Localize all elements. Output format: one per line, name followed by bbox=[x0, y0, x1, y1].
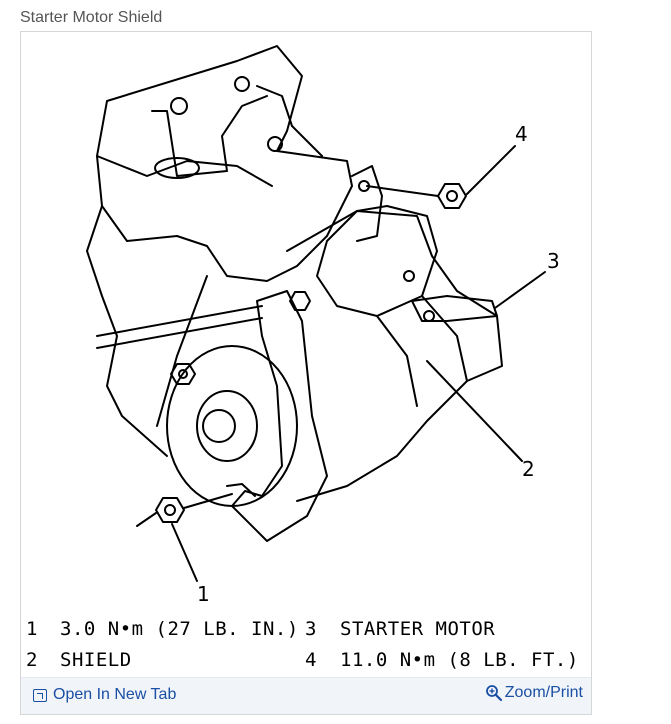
open-new-tab-label: Open In New Tab bbox=[53, 686, 177, 703]
mount-arm bbox=[256, 85, 323, 157]
drive-end-housing bbox=[166, 345, 298, 507]
nut-lower-starter bbox=[170, 363, 196, 385]
zoom-print-link[interactable]: Zoom/Print bbox=[485, 684, 583, 702]
solenoid-terminal bbox=[403, 270, 415, 282]
engine-block-edge bbox=[96, 155, 273, 187]
starter-body bbox=[286, 210, 503, 502]
diagram-drawing: 1 2 3 4 bbox=[86, 45, 560, 606]
leader-2 bbox=[426, 360, 523, 462]
legend-text-2: SHIELD bbox=[60, 649, 132, 671]
callout-3: 3 bbox=[547, 249, 560, 273]
callout-2: 2 bbox=[522, 457, 535, 481]
engine-block-lower bbox=[86, 205, 168, 457]
leader-4 bbox=[466, 145, 516, 195]
legend-text-4: 11.0 N•m (8 LB. FT.) bbox=[340, 649, 579, 671]
zoom-print-label: Zoom/Print bbox=[504, 684, 583, 701]
stud-1 bbox=[136, 512, 157, 527]
stud-4 bbox=[366, 185, 439, 197]
nut-4-fastener bbox=[437, 183, 467, 209]
legend-num-1: 1 bbox=[26, 618, 38, 640]
leader-3 bbox=[494, 271, 546, 309]
starter-solenoid bbox=[316, 205, 438, 317]
stud-1b bbox=[183, 493, 233, 509]
shield-slot bbox=[226, 483, 256, 497]
belt-line-2 bbox=[96, 317, 263, 349]
starter-housing-line-2 bbox=[376, 315, 418, 407]
shield-outline bbox=[231, 290, 328, 542]
drive-shaft bbox=[202, 409, 236, 443]
nut-1-fastener bbox=[155, 497, 185, 523]
drive-end-inner bbox=[196, 390, 258, 462]
bracket-outline bbox=[151, 95, 268, 177]
open-new-tab-link[interactable]: Open In New Tab bbox=[33, 686, 176, 704]
upper-bolt-3 bbox=[267, 136, 283, 152]
starter-housing-line bbox=[421, 295, 468, 382]
legend-text-3: STARTER MOTOR bbox=[340, 618, 496, 640]
legend-num-2: 2 bbox=[26, 649, 38, 671]
upper-bolt bbox=[170, 97, 188, 115]
engine-block-outline bbox=[96, 45, 353, 282]
page-title: Starter Motor Shield bbox=[20, 9, 163, 26]
starter-motor-diagram[interactable]: 1 2 3 4 bbox=[27, 36, 587, 642]
legend-num-3: 3 bbox=[305, 618, 317, 640]
mount-tab bbox=[411, 295, 498, 322]
nut-upper-starter bbox=[289, 291, 311, 311]
callout-4: 4 bbox=[515, 122, 528, 146]
diagram-toolbar: Open In New Tab Zoom/Print bbox=[21, 677, 591, 714]
upper-bolt-2 bbox=[234, 76, 250, 92]
mount-boss bbox=[154, 157, 200, 179]
belt-line bbox=[96, 305, 263, 337]
side-bracket bbox=[351, 165, 383, 242]
open-new-tab-icon bbox=[33, 688, 47, 702]
legend-text-1: 3.0 N•m (27 LB. IN.) bbox=[60, 618, 299, 640]
crossmember bbox=[156, 275, 208, 427]
legend-num-4: 4 bbox=[305, 649, 317, 671]
zoom-in-icon bbox=[485, 685, 502, 702]
callout-1: 1 bbox=[197, 582, 210, 606]
diagram-frame: 1 2 3 4 1 3.0 N•m (27 LB. IN.) 3 STARTER… bbox=[20, 31, 592, 715]
leader-1 bbox=[171, 523, 198, 582]
mount-tab-hole bbox=[423, 310, 435, 322]
